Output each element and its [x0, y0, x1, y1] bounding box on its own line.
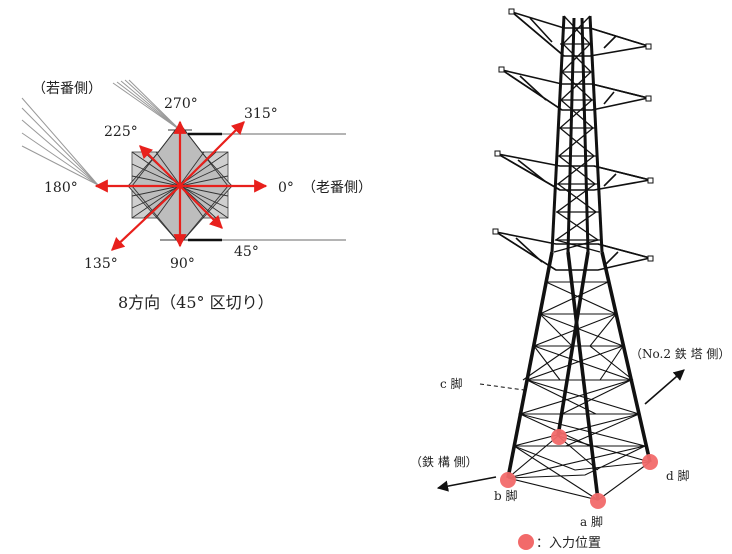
label-180: 180°: [44, 180, 78, 196]
input-position-markers: [500, 429, 658, 509]
direction-labels: （若番側） 270° 315° 225° 180° 0° （老番側） 45° 9…: [32, 81, 372, 272]
conductor-lines: [198, 133, 346, 241]
direction-arrows: [94, 120, 268, 251]
label-tekko-side: （鉄 構 側）: [410, 454, 478, 469]
label-0: 0°: [278, 180, 294, 196]
label-135: 135°: [84, 256, 118, 272]
tekko-side-arrow: [436, 476, 497, 492]
input-marker-c: [551, 429, 567, 445]
label-225: 225°: [104, 124, 138, 140]
tower-mast: [492, 8, 654, 271]
label-270: 270°: [164, 96, 198, 112]
tower2-side-arrow: [644, 369, 685, 405]
label-c-leg: c 脚: [440, 376, 463, 391]
label-90: 90°: [170, 256, 195, 272]
label-315: 315°: [244, 106, 278, 122]
c-leg-leader-dashed: [479, 383, 525, 391]
label-45: 45°: [234, 244, 259, 260]
input-marker-a: [590, 493, 606, 509]
tower-3d-diagram: c 脚 b 脚 a 脚 d 脚 （鉄 構 側） （No.2 鉄 塔 側） ：入力…: [410, 8, 730, 551]
legend-marker: [518, 534, 534, 550]
legend: ：入力位置: [518, 534, 601, 551]
legend-text: ：入力位置: [536, 536, 601, 551]
tower-body-lattice: [506, 251, 652, 501]
arrow-225deg: [139, 145, 181, 187]
arrow-315deg: [179, 121, 245, 187]
input-marker-b: [500, 472, 516, 488]
arrow-135deg: [111, 185, 181, 251]
label-d-leg: d 脚: [666, 468, 690, 483]
label-rouban: （老番側）: [302, 180, 372, 196]
arrow-45deg: [179, 185, 223, 229]
label-b-leg: b 脚: [494, 488, 518, 503]
label-a-leg: a 脚: [580, 514, 603, 529]
conductor-fan-lines: [21, 79, 181, 186]
label-tower2-side: （No.2 鉄 塔 側）: [630, 346, 730, 361]
plan-view-diagram: （若番側） 270° 315° 225° 180° 0° （老番側） 45° 9…: [21, 79, 372, 312]
caption-8-directions: 8方向（45° 区切り）: [118, 293, 274, 312]
label-wakaban: （若番側）: [32, 81, 102, 97]
input-marker-d: [642, 454, 658, 470]
